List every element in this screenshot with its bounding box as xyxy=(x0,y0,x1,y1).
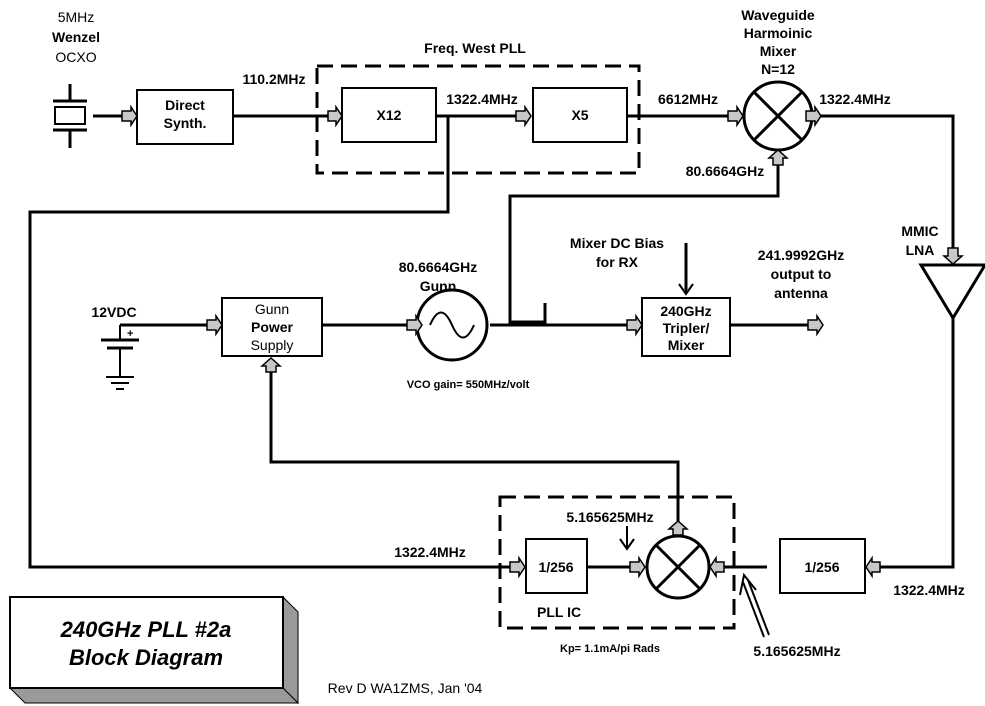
battery-icon: + xyxy=(101,325,139,377)
tripler-label-1: 240GHz xyxy=(660,303,711,319)
output-label-2: output to xyxy=(771,266,832,282)
gunn-supply-box xyxy=(221,297,323,357)
ocxo-brand-label: Wenzel xyxy=(52,29,100,45)
gunn-supply-label-2: Power xyxy=(251,319,294,335)
x5-box xyxy=(532,87,628,143)
output-label-1: 241.9992GHz xyxy=(758,247,844,263)
freq-110-label: 110.2MHz xyxy=(242,71,305,87)
title-box xyxy=(8,595,300,705)
ref-top-label: 5.165625MHz xyxy=(566,509,653,525)
gunn-oscillator-icon xyxy=(415,288,489,362)
mixer-label-4: N=12 xyxy=(761,61,795,77)
harmonic-mixer-icon xyxy=(742,80,814,152)
arrow-icon xyxy=(942,247,964,266)
mmic-label-1: MMIC xyxy=(901,223,938,239)
freq-west-title: Freq. West PLL xyxy=(424,40,526,56)
arrow-icon xyxy=(260,356,282,373)
ocxo-type-label: OCXO xyxy=(55,49,96,65)
gunn-supply-label-3: Supply xyxy=(251,337,294,353)
arrow-icon xyxy=(626,313,643,337)
x5-label: X5 xyxy=(571,107,588,123)
x12-box xyxy=(341,87,437,143)
lna-triangle-icon xyxy=(918,263,985,321)
wires xyxy=(28,114,955,569)
mixer-label-3: Mixer xyxy=(760,43,797,59)
divider-right-label: 1/256 xyxy=(804,559,839,575)
arrow-icon xyxy=(515,104,532,128)
wire-feedback xyxy=(269,372,680,525)
revision-label: Rev D WA1ZMS, Jan '04 xyxy=(328,680,483,696)
svg-text:+: + xyxy=(127,328,133,340)
divider-right-box xyxy=(779,538,866,594)
arrow-icon xyxy=(807,313,824,337)
supply-voltage-label: 12VDC xyxy=(91,304,136,320)
direct-synth-label-2: Synth. xyxy=(164,115,207,131)
tripler-label-2: Tripler/ xyxy=(663,320,710,336)
freq-1322-left-label: 1322.4MHz xyxy=(394,544,466,560)
pll-ic-group xyxy=(498,495,736,630)
freq-6612-label: 6612MHz xyxy=(658,91,718,107)
mixer-lo-label: 80.6664GHz xyxy=(686,163,765,179)
mixer-out-label: 1322.4MHz xyxy=(819,91,891,107)
arrow-icon xyxy=(629,555,646,579)
wire-mixer-lna xyxy=(820,114,955,250)
arrow-icon xyxy=(805,104,822,128)
title-line-2: Block Diagram xyxy=(69,645,223,670)
arrow-icon xyxy=(709,555,725,579)
vco-gain-label: VCO gain= 550MHz/volt xyxy=(407,379,530,391)
freq-1322-label: 1322.4MHz xyxy=(446,91,518,107)
output-label-3: antenna xyxy=(774,285,828,301)
arrow-icon xyxy=(406,313,423,337)
arrow-icon xyxy=(727,104,744,128)
mixer-label-1: Waveguide xyxy=(741,7,815,23)
ref-bottom-label: 5.165625MHz xyxy=(753,643,840,659)
divider-left-box xyxy=(525,538,588,594)
x12-label: X12 xyxy=(377,107,402,123)
mmic-label-2: LNA xyxy=(906,242,935,258)
freq-1322-right-label: 1322.4MHz xyxy=(893,582,965,598)
arrow-icon xyxy=(767,148,789,166)
divider-left-label: 1/256 xyxy=(538,559,573,575)
reference-arrows xyxy=(619,243,770,638)
gunn-name-label: Gunn xyxy=(420,278,457,294)
wire-ref-loop xyxy=(28,116,510,569)
gunn-freq-label: 80.6664GHz xyxy=(399,259,478,275)
bias-label-1: Mixer DC Bias xyxy=(570,235,664,251)
wire-lo-path xyxy=(508,155,780,324)
crystal-icon xyxy=(53,84,87,148)
arrow-icon xyxy=(667,519,689,536)
arrow-icon xyxy=(865,555,881,579)
freq-west-group xyxy=(315,64,641,175)
signal-arrows xyxy=(121,104,964,579)
pll-ic-label: PLL IC xyxy=(537,604,581,620)
ocxo-freq-label: 5MHz xyxy=(58,9,95,25)
tripler-box xyxy=(641,297,731,357)
wire-lna-divider xyxy=(880,310,955,569)
bias-label-2: for RX xyxy=(596,254,639,270)
direct-synth-box xyxy=(136,89,234,145)
arrow-icon xyxy=(121,104,138,128)
gunn-supply-label-1: Gunn xyxy=(255,301,289,317)
tripler-label-3: Mixer xyxy=(668,337,705,353)
arrow-icon xyxy=(206,313,223,337)
ground-icon xyxy=(106,376,134,390)
direct-synth-label-1: Direct xyxy=(165,97,205,113)
phase-detector-icon xyxy=(645,534,711,600)
title-line-1: 240GHz PLL #2a xyxy=(60,617,232,642)
mixer-label-2: Harmoinic xyxy=(744,25,813,41)
kp-label: Kp= 1.1mA/pi Rads xyxy=(560,643,660,655)
arrow-icon xyxy=(327,104,343,128)
arrow-icon xyxy=(509,555,526,579)
